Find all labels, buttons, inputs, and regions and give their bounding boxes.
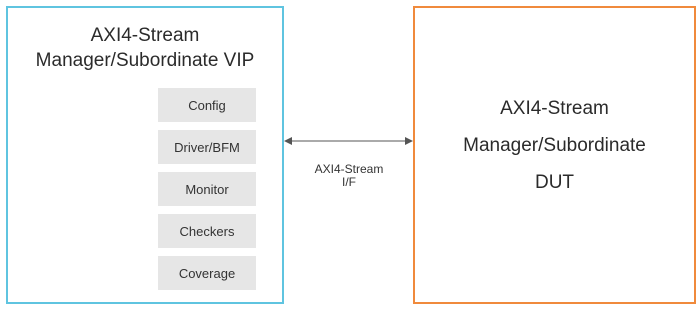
interface-link-arrow [284,137,413,145]
dut-title: AXI4-Stream Manager/Subordinate DUT [415,90,694,201]
vip-title-line1: AXI4-Stream [90,25,200,46]
config-component: Config [158,88,256,122]
dut-title-line1: AXI4-Stream [500,98,609,119]
checkers-component: Checkers [158,214,256,248]
monitor-component: Monitor [158,172,256,206]
vip-title: AXI4-Stream Manager/Subordinate VIP [8,23,282,73]
arrowhead-right-icon [405,137,413,145]
interface-label-line1: AXI4-Stream [314,162,384,176]
coverage-component: Coverage [158,256,256,290]
vip-block: AXI4-Stream Manager/Subordinate VIP Conf… [6,6,284,304]
interface-label-line2: I/F [342,175,356,189]
arrowhead-left-icon [284,137,292,145]
vip-title-line2: Manager/Subordinate VIP [35,50,255,71]
dut-title-line2: Manager/Subordinate [463,135,646,156]
driver-bfm-component: Driver/BFM [158,130,256,164]
vip-component-stack: Config Driver/BFM Monitor Checkers Cover… [158,88,256,298]
dut-block: AXI4-Stream Manager/Subordinate DUT [413,6,696,304]
interface-label: AXI4-Stream I/F [300,163,398,189]
dut-title-line3: DUT [534,172,575,193]
